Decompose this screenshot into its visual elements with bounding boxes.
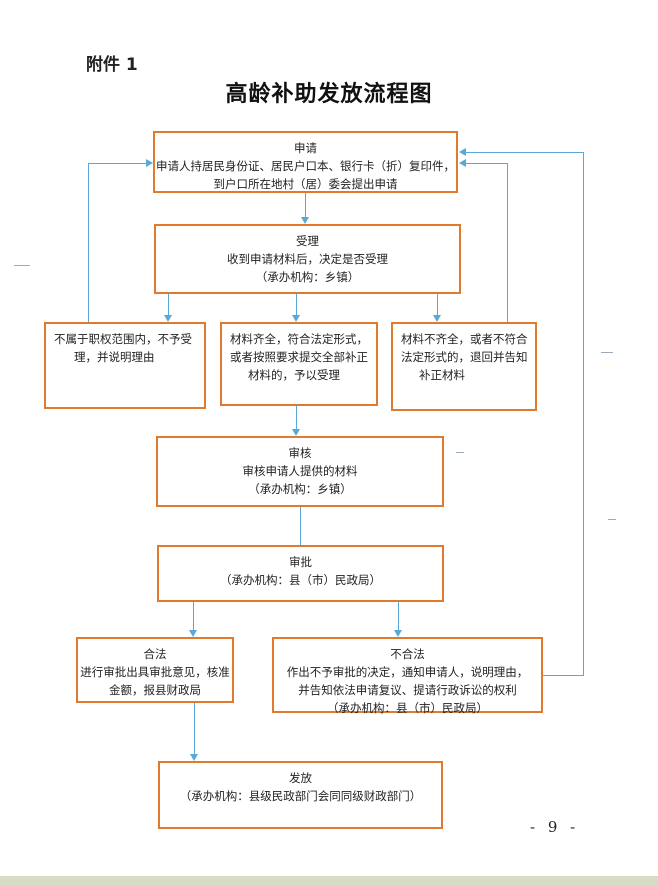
connector-accept-incomplete: [437, 294, 438, 316]
arrow-to-accept: [301, 217, 309, 224]
connector-review-approve: [300, 507, 301, 545]
arrow-incomplete-to-apply: [459, 159, 466, 167]
accept-box: 受理 收到申请材料后，决定是否受理 （承办机构：乡镇）: [154, 224, 461, 294]
connector-incomplete-up: [507, 163, 508, 322]
accept-title: 受理: [296, 234, 319, 248]
connector-reject-up: [88, 163, 89, 322]
illegal-line-3: （承办机构：县（市）民政局）: [327, 701, 488, 715]
accept-line-2: （承办机构：乡镇）: [255, 270, 360, 284]
legal-title: 合法: [143, 647, 167, 661]
connector-reject-to-apply: [88, 163, 147, 164]
review-title: 审核: [288, 446, 312, 460]
accepted-line-1: 材料齐全，符合法定形式，: [230, 332, 368, 346]
reject-line-2: 理，并说明理由: [74, 350, 155, 364]
arrow-to-issue: [190, 754, 198, 761]
flowchart-title: 高龄补助发放流程图: [225, 81, 433, 107]
review-box: 审核 审核申请人提供的材料 （承办机构：乡镇）: [156, 436, 444, 507]
legal-line-1: 进行审批出具审批意见，核准: [80, 665, 230, 679]
arrow-to-reject: [164, 315, 172, 322]
approve-line-1: （承办机构：县（市）民政局）: [220, 573, 381, 587]
arrow-reject-to-apply: [146, 159, 153, 167]
legal-box: 合法 进行审批出具审批意见，核准 金额，报县财政局: [76, 637, 234, 703]
connector-illegal-right: [543, 675, 584, 676]
arrow-to-incomplete: [433, 315, 441, 322]
scan-speck: [14, 265, 30, 266]
reject-box: 不属于职权范围内，不予受 理，并说明理由: [44, 322, 206, 409]
scan-speck: [456, 452, 464, 453]
incomplete-line-1: 材料不齐全，或者不符合: [401, 332, 528, 346]
arrow-to-review: [292, 429, 300, 436]
connector-incomplete-to-apply: [465, 163, 508, 164]
incomplete-line-2: 法定形式的，退回并告知: [401, 350, 528, 364]
accept-line-1: 收到申请材料后，决定是否受理: [227, 252, 388, 266]
illegal-line-1: 作出不予审批的决定，通知申请人，说明理由，: [286, 665, 529, 679]
connector-illegal-to-apply: [465, 152, 584, 153]
issue-line-1: （承办机构：县级民政部门会同同级财政部门）: [179, 789, 422, 803]
connector-accepted-review: [296, 406, 297, 430]
approve-box: 审批 （承办机构：县（市）民政局）: [157, 545, 444, 602]
arrow-illegal-to-apply: [459, 148, 466, 156]
connector-illegal-up: [583, 152, 584, 676]
incomplete-box: 材料不齐全，或者不符合 法定形式的，退回并告知 补正材料: [391, 322, 537, 411]
connector-accept-accepted: [296, 294, 297, 316]
arrow-to-legal: [189, 630, 197, 637]
connector-approve-legal: [193, 602, 194, 631]
accepted-line-2: 或者按照要求提交全部补正: [230, 350, 368, 364]
illegal-title: 不合法: [390, 647, 425, 661]
issue-box: 发放 （承办机构：县级民政部门会同同级财政部门）: [158, 761, 443, 829]
connector-apply-accept: [305, 193, 306, 218]
connector-legal-issue: [194, 703, 195, 755]
apply-title: 申请: [294, 141, 317, 155]
connector-accept-reject: [168, 294, 169, 316]
attachment-label: 附件 1: [86, 55, 138, 75]
review-line-1: 审核申请人提供的材料: [242, 464, 358, 478]
apply-line-2: 到户口所在地村（居）委会提出申请: [213, 177, 398, 191]
connector-approve-illegal: [398, 602, 399, 631]
apply-line-1: 申请人持居民身份证、居民户口本、银行卡（折）复印件，: [156, 159, 455, 173]
issue-title: 发放: [289, 771, 312, 785]
arrow-to-illegal: [394, 630, 402, 637]
scan-edge: [0, 876, 658, 886]
legal-line-2: 金额，报县财政局: [109, 683, 201, 697]
reject-line-1: 不属于职权范围内，不予受: [54, 332, 192, 346]
scan-speck: [601, 352, 613, 353]
scan-speck: [608, 519, 616, 520]
page-number: - 9 -: [530, 818, 580, 836]
illegal-line-2: 并告知依法申请复议、提请行政诉讼的权利: [298, 683, 517, 697]
review-line-2: （承办机构：乡镇）: [248, 482, 352, 496]
approve-title: 审批: [289, 555, 312, 569]
illegal-box: 不合法 作出不予审批的决定，通知申请人，说明理由， 并告知依法申请复议、提请行政…: [272, 637, 543, 715]
arrow-to-accepted: [292, 315, 300, 322]
incomplete-line-3: 补正材料: [419, 368, 465, 382]
accepted-box: 材料齐全，符合法定形式， 或者按照要求提交全部补正 材料的，予以受理: [220, 322, 378, 406]
apply-box: 申请 申请人持居民身份证、居民户口本、银行卡（折）复印件， 到户口所在地村（居）…: [153, 131, 458, 193]
accepted-line-3: 材料的，予以受理: [248, 368, 340, 382]
